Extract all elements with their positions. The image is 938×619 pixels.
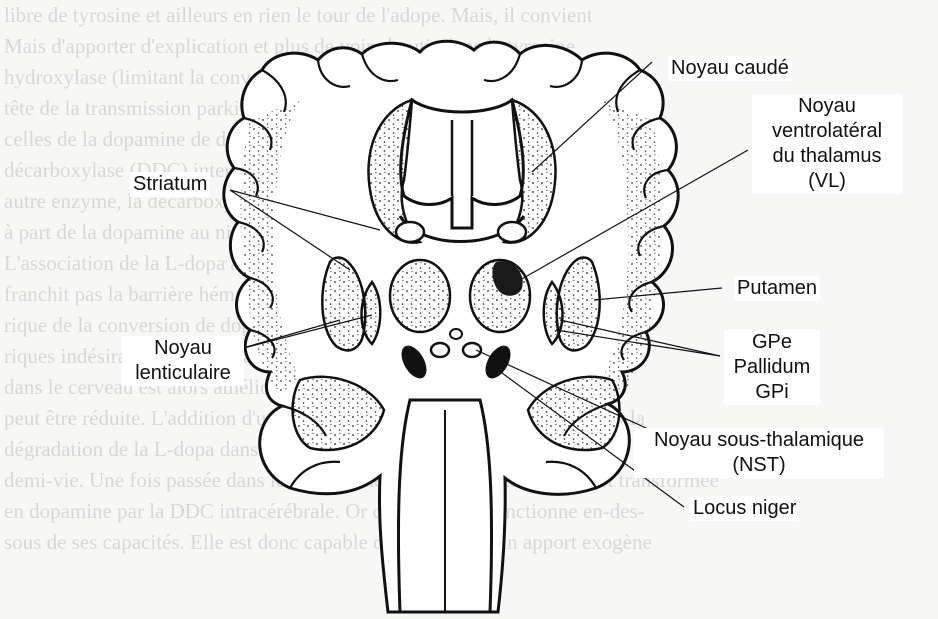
thalamus-left [390, 260, 450, 332]
nst-right [463, 343, 481, 357]
label-noyau-caude: Noyau caudé [668, 56, 792, 81]
label-gpe: GPe [724, 330, 820, 355]
label-lenticulaire: Noyau lenticulaire [122, 336, 244, 386]
label-striatum: Striatum [130, 172, 210, 197]
label-lenticulaire-line2: lenticulaire [122, 361, 244, 386]
label-locus-niger: Locus niger [690, 496, 799, 521]
label-lenticulaire-line1: Noyau [122, 336, 244, 361]
label-gpi: GPi [724, 380, 820, 405]
label-vl-line4: (VL) [752, 169, 902, 194]
label-putamen: Putamen [734, 276, 820, 301]
label-nst: Noyau sous-thalamique (NST) [634, 428, 884, 478]
label-pallidum-group: GPe Pallidum GPi [724, 330, 820, 405]
label-pallidum: Pallidum [724, 355, 820, 380]
nst-left [431, 343, 449, 357]
label-vl-line2: ventrolatéral [752, 119, 902, 144]
label-vl-line3: du thalamus [752, 144, 902, 169]
label-nst-line1: Noyau sous-thalamique [634, 428, 884, 453]
label-vl: Noyau ventrolatéral du thalamus (VL) [752, 94, 902, 194]
label-vl-line1: Noyau [752, 94, 902, 119]
label-nst-line2: (NST) [634, 453, 884, 478]
